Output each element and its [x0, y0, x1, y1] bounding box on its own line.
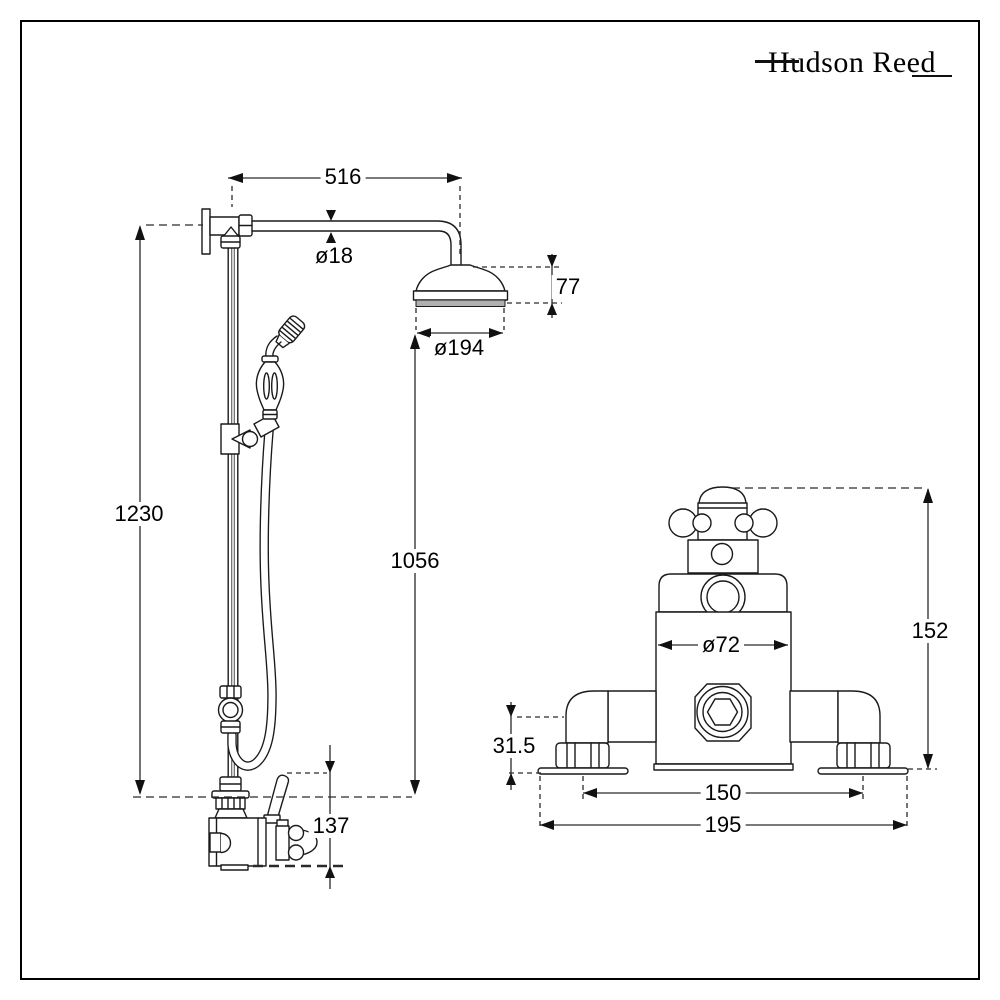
dim-label-overall-height: 1230 [110, 502, 168, 526]
dim-label-arm-length: 516 [320, 165, 366, 189]
dimension-arrowheads [135, 173, 933, 878]
valve-neck [687, 539, 759, 574]
inlet-elbow-right [789, 690, 909, 775]
dim-label-body-diameter: ø72 [698, 633, 744, 657]
slider-bracket [220, 413, 280, 455]
logo-left-rule [755, 60, 799, 63]
brand-name: Hudson Reed [768, 46, 936, 79]
shower-head [412, 264, 509, 307]
logo-right-rule [911, 74, 952, 77]
dim-label-arm-diameter: ø18 [311, 244, 357, 268]
dim-label-inlet-drop: 31.5 [488, 734, 540, 758]
brand-logo: Hudson Reed [755, 46, 952, 80]
dim-label-head-diameter: ø194 [429, 336, 489, 360]
dim-label-head-to-outlet: 1056 [386, 549, 444, 573]
hex-nut [706, 698, 739, 726]
dimension-lines [133, 177, 937, 889]
shower-arm [251, 220, 462, 268]
dim-label-head-height: 77 [551, 275, 585, 299]
dim-label-inlet-centres: 150 [700, 781, 746, 805]
wall-union [201, 208, 253, 255]
handset-spray-head [275, 315, 306, 349]
hose-retaining-ring [217, 685, 244, 792]
page-border [20, 20, 980, 980]
dim-label-overall-width: 195 [700, 813, 746, 837]
dim-label-valve-height: 137 [308, 814, 354, 838]
inlet-elbow-left [537, 690, 657, 775]
valve-side-view [208, 774, 318, 871]
valve-body-front [653, 573, 794, 771]
dim-label-valve-overall-height: 152 [907, 619, 953, 643]
handset [255, 315, 306, 420]
valve-front-view [537, 486, 909, 775]
valve-crosshead-handle [668, 486, 778, 541]
shower-hose [227, 426, 277, 771]
shower-column-side-view [201, 208, 509, 871]
